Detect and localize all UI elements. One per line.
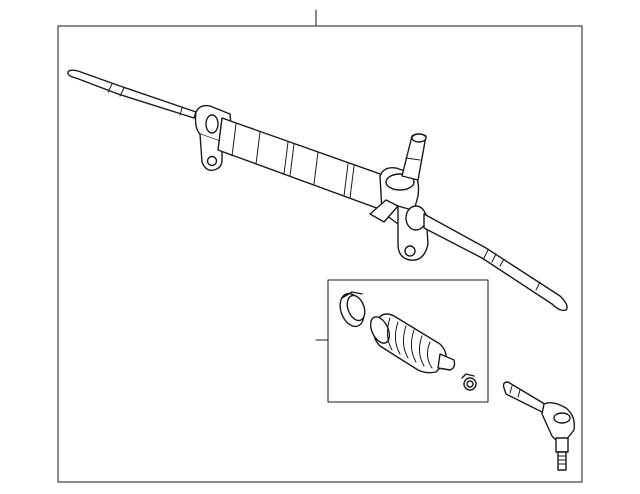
- left-tie-rod: [67, 69, 197, 119]
- right-mount-bracket: [397, 205, 429, 261]
- left-mount-bracket: [194, 104, 233, 172]
- steering-gear-assembly[interactable]: [67, 69, 568, 312]
- inner-tie-rod-boot[interactable]: [367, 313, 456, 374]
- boot-kit-frame: [327, 279, 489, 403]
- boot-clamp-small[interactable]: [461, 373, 477, 391]
- boot-clamp-large[interactable]: [336, 290, 368, 329]
- outer-frame: [57, 25, 583, 483]
- rack-housing: [217, 117, 387, 211]
- outer-tie-rod-end[interactable]: [502, 381, 576, 471]
- right-tie-rod: [423, 213, 568, 312]
